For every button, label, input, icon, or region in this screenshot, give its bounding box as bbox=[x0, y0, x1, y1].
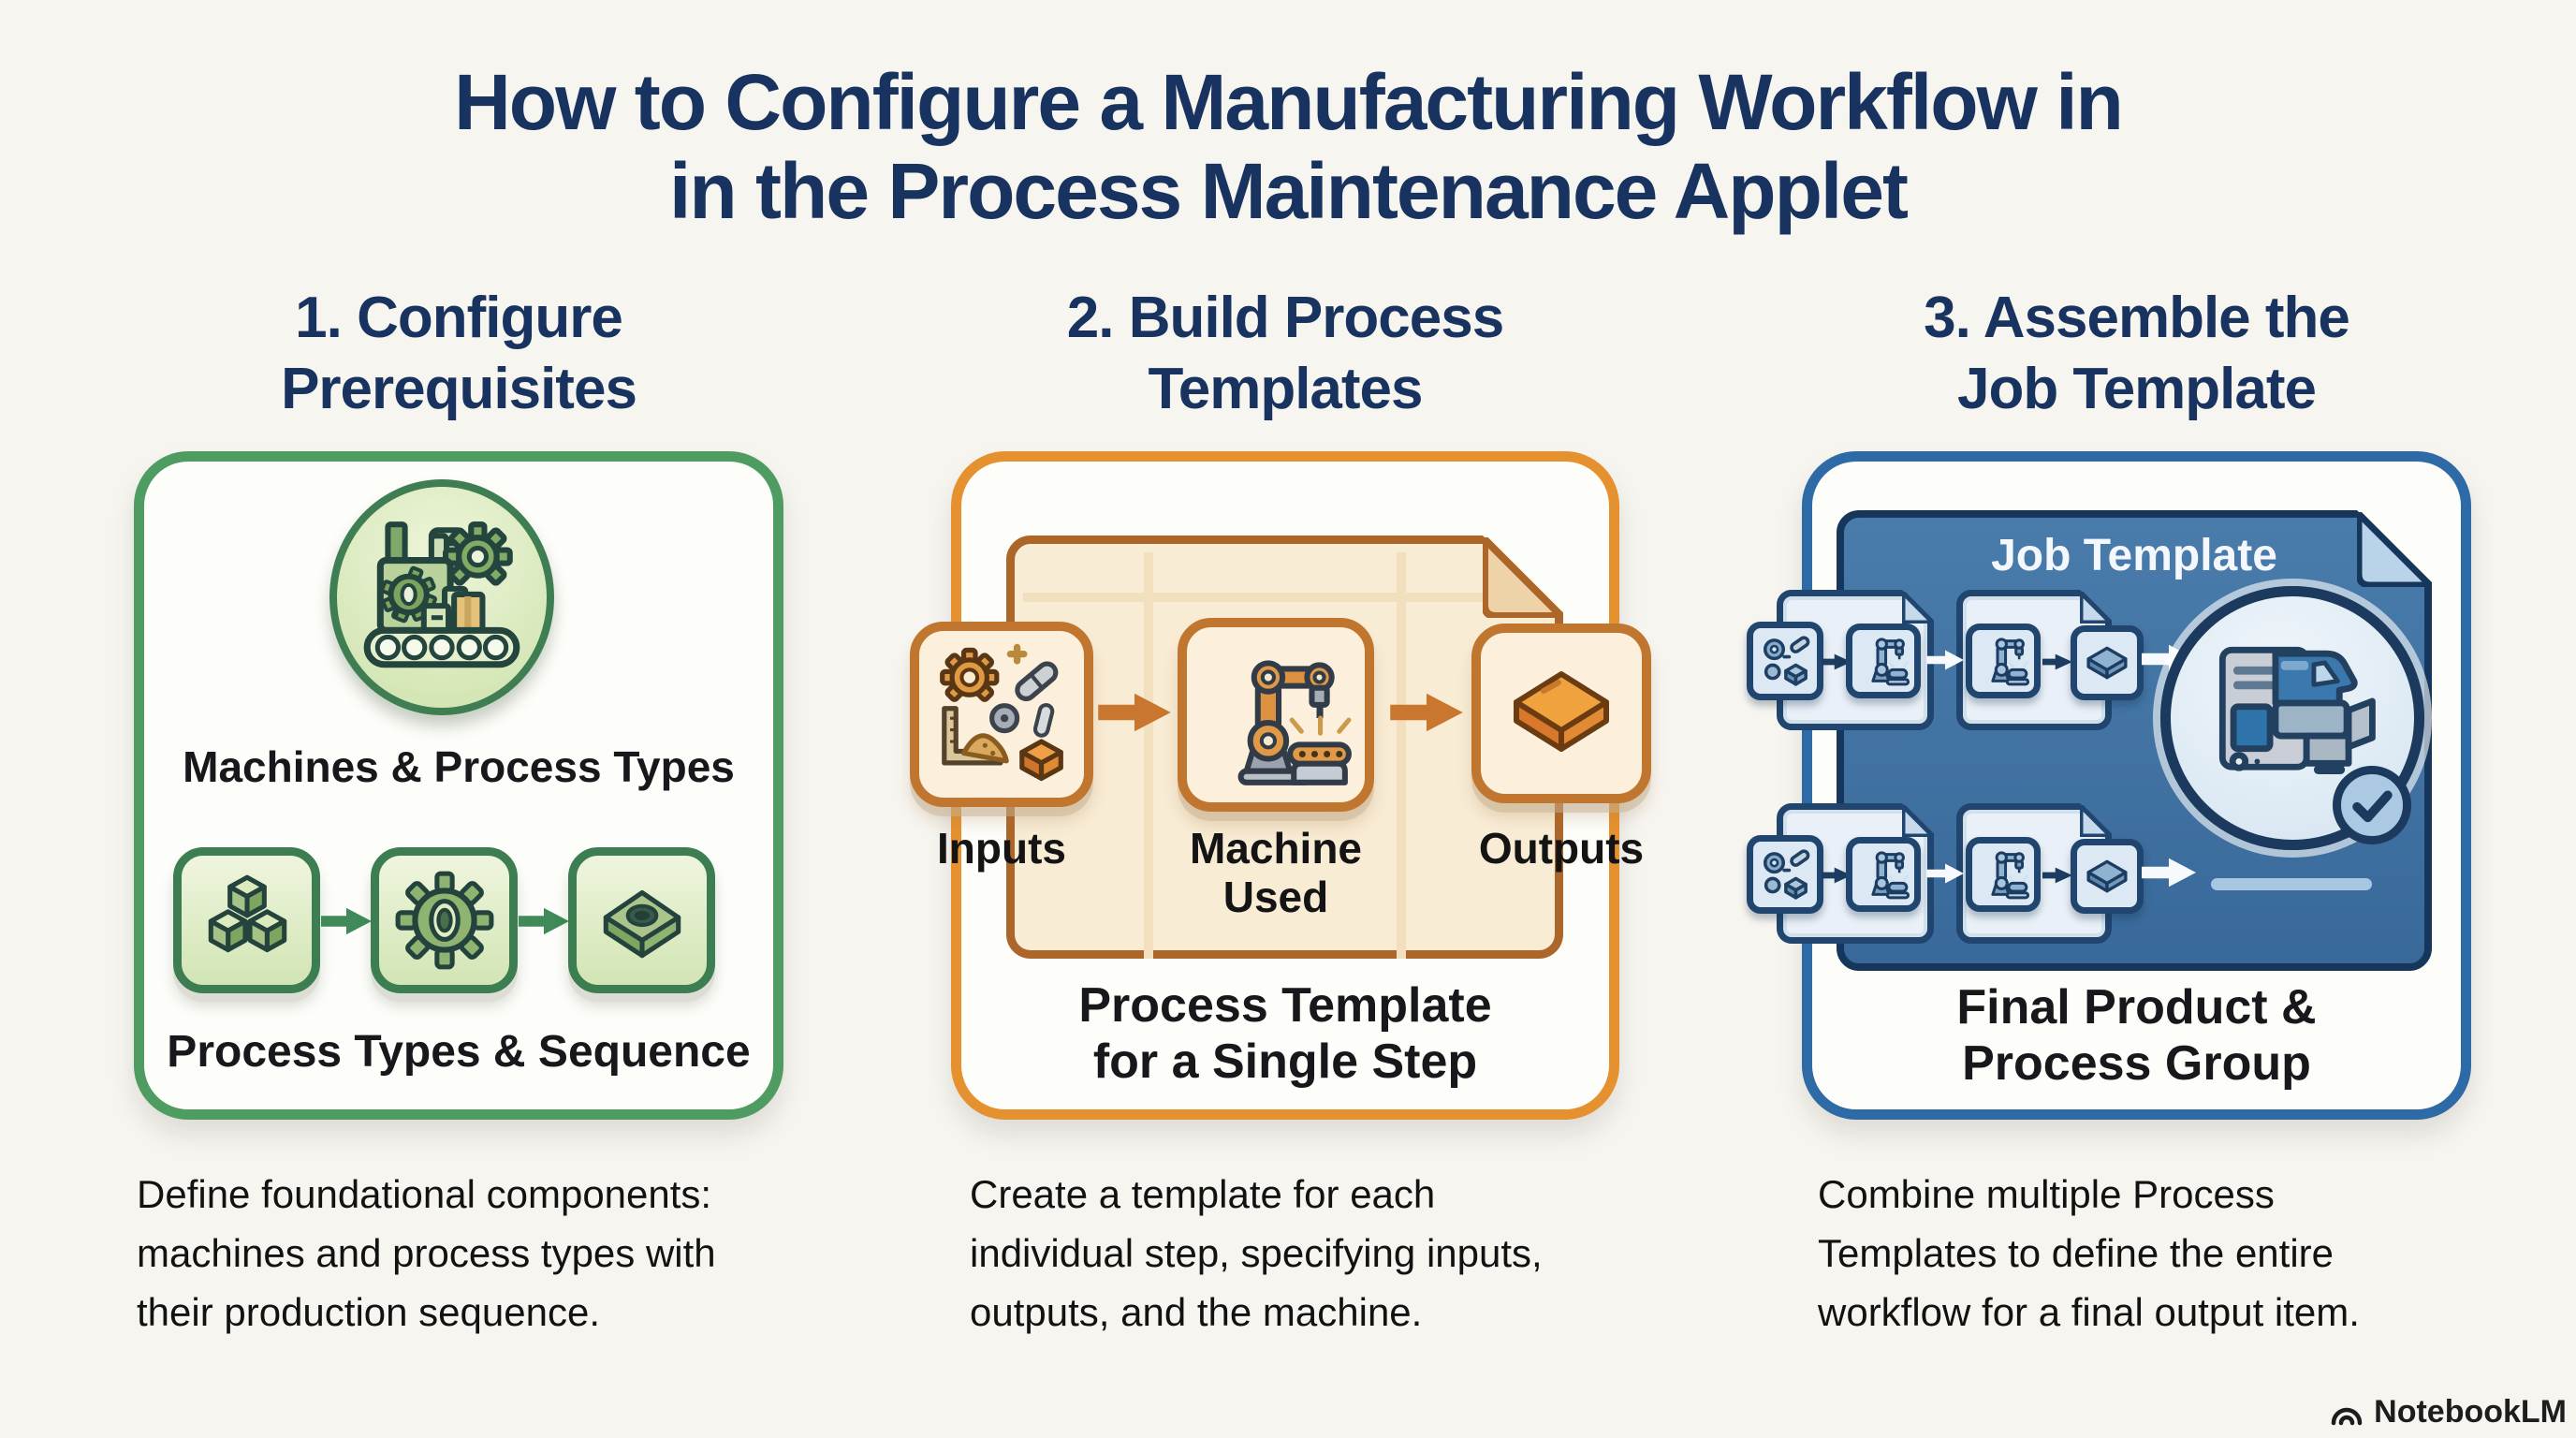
document-grid-line bbox=[1023, 593, 1563, 602]
process-template-label-line1: Process Template bbox=[1078, 978, 1492, 1033]
mini-machine-tile bbox=[1966, 624, 2041, 698]
mini-doc-fold-icon bbox=[1902, 592, 1934, 624]
mini-brick-icon bbox=[2086, 646, 2128, 680]
arrow-right-icon bbox=[2042, 648, 2072, 676]
arrow-right-icon bbox=[1095, 690, 1174, 735]
step1-description-line3: their production sequence. bbox=[137, 1290, 600, 1334]
mini-machine-tile bbox=[1846, 624, 1921, 698]
mini-robot-icon bbox=[1991, 638, 2030, 686]
step3-description: Combine multiple Process Templates to de… bbox=[1818, 1165, 2482, 1342]
mini-doc-fold-icon bbox=[2080, 592, 2112, 624]
mini-doc-fold-icon bbox=[2080, 805, 2112, 837]
process-type-tile-operation bbox=[371, 847, 518, 993]
arrow-right-icon bbox=[1926, 858, 1964, 889]
mini-inputs-tile bbox=[1747, 622, 1823, 700]
inputs-caption: Inputs bbox=[937, 824, 1066, 873]
step3-heading-line2: Job Template bbox=[1956, 357, 2317, 421]
process-type-tile-output bbox=[568, 847, 715, 993]
arrow-right-icon bbox=[2142, 640, 2196, 678]
document-fold-corner bbox=[2357, 512, 2432, 587]
step2-description-line2: individual step, specifying inputs, bbox=[970, 1231, 1543, 1275]
mini-doc-fold-icon bbox=[1902, 805, 1934, 837]
process-types-sequence-label: Process Types & Sequence bbox=[167, 1027, 751, 1077]
machine-used-tile bbox=[1178, 618, 1374, 812]
mini-inputs-icon bbox=[1763, 636, 1810, 686]
arrow-right-icon bbox=[2042, 861, 2072, 889]
step3-description-line2: Templates to define the entire bbox=[1818, 1231, 2334, 1275]
mini-machine-tile bbox=[1966, 837, 2041, 912]
outputs-tile bbox=[1471, 624, 1651, 803]
mini-brick-icon bbox=[2086, 859, 2128, 893]
inputs-parts-icon bbox=[940, 643, 1063, 782]
step1-heading-line2: Prerequisites bbox=[281, 357, 637, 421]
step1-description-line1: Define foundational components: bbox=[137, 1172, 712, 1216]
machine-caption-line2: Used bbox=[1222, 873, 1329, 921]
mini-inputs-tile bbox=[1747, 835, 1823, 914]
arrow-right-icon bbox=[1822, 648, 1852, 676]
checkmark-badge bbox=[2333, 766, 2411, 844]
step3-description-line3: workflow for a final output item. bbox=[1818, 1290, 2360, 1334]
step3-description-line1: Combine multiple Process bbox=[1818, 1172, 2275, 1216]
arrow-right-icon bbox=[519, 901, 569, 942]
machine-badge bbox=[329, 479, 554, 715]
step2-description: Create a template for each individual st… bbox=[970, 1165, 1634, 1342]
step3-heading: 3. Assemble the Job Template bbox=[1802, 283, 2471, 425]
machine-caption-line1: Machine bbox=[1189, 824, 1363, 873]
page-title-line1: How to Configure a Manufacturing Workflo… bbox=[454, 58, 2124, 146]
outputs-caption: Outputs bbox=[1478, 824, 1645, 873]
document-grid-line bbox=[1144, 552, 1153, 959]
process-template-label-line2: for a Single Step bbox=[1092, 1034, 1478, 1089]
robot-arm-icon bbox=[1237, 659, 1352, 785]
machines-process-types-label: Machines & Process Types bbox=[183, 742, 735, 791]
washer-icon bbox=[603, 889, 681, 959]
inputs-tile bbox=[910, 622, 1093, 807]
mini-output-tile bbox=[2071, 839, 2144, 914]
factory-machine-icon bbox=[363, 521, 520, 668]
step1-heading-line1: 1. Configure bbox=[295, 286, 623, 350]
process-template-label: Process Template for a Single Step bbox=[951, 977, 1619, 1090]
step2-heading-line1: 2. Build Process bbox=[1066, 286, 1504, 350]
arrow-right-icon bbox=[321, 901, 372, 942]
step2-description-line3: outputs, and the machine. bbox=[970, 1290, 1423, 1334]
checkmark-icon bbox=[2352, 790, 2393, 823]
document-fold-corner bbox=[1483, 537, 1563, 618]
mini-output-tile bbox=[2071, 625, 2144, 700]
machine-used-caption: Machine Used bbox=[1159, 824, 1393, 921]
mini-machine-tile bbox=[1846, 837, 1921, 912]
gear-icon bbox=[395, 871, 493, 970]
process-type-tile-materials bbox=[173, 847, 320, 993]
step1-description-line2: machines and process types with bbox=[137, 1231, 716, 1275]
step1-heading: 1. Configure Prerequisites bbox=[134, 283, 783, 425]
brick-output-icon bbox=[1514, 671, 1609, 752]
arrow-right-icon bbox=[1822, 861, 1852, 889]
notebooklm-logo-icon bbox=[2331, 1407, 2363, 1425]
step2-heading: 2. Build Process Templates bbox=[951, 283, 1619, 425]
job-template-doc-title: Job Template bbox=[1991, 531, 2277, 580]
document-grid-line bbox=[1397, 552, 1406, 959]
arrow-right-icon bbox=[1926, 644, 1964, 676]
step2-heading-line2: Templates bbox=[1148, 357, 1423, 421]
document-footer-bar bbox=[2211, 878, 2372, 890]
page-title-line2: in the Process Maintenance Applet bbox=[669, 147, 1909, 235]
cubes-icon bbox=[208, 874, 286, 953]
final-product-label: Final Product & Process Group bbox=[1802, 979, 2471, 1092]
final-product-label-line1: Final Product & bbox=[1956, 980, 2317, 1034]
arrow-right-icon bbox=[2142, 854, 2196, 891]
page-title: How to Configure a Manufacturing Workflo… bbox=[0, 58, 2576, 236]
mini-robot-icon bbox=[1991, 851, 2030, 900]
arrow-right-icon bbox=[1387, 690, 1466, 735]
mini-robot-icon bbox=[1871, 851, 1910, 900]
step3-heading-line1: 3. Assemble the bbox=[1924, 286, 2350, 350]
final-product-label-line2: Process Group bbox=[1962, 1036, 2311, 1091]
mini-robot-icon bbox=[1871, 638, 1910, 686]
watermark-brand: NotebookLM bbox=[2374, 1394, 2567, 1430]
final-product-icon bbox=[2218, 646, 2376, 774]
mini-inputs-icon bbox=[1763, 849, 1810, 900]
step1-description: Define foundational components: machines… bbox=[137, 1165, 792, 1342]
step2-description-line1: Create a template for each bbox=[970, 1172, 1436, 1216]
watermark: NotebookLM bbox=[2329, 1394, 2567, 1431]
